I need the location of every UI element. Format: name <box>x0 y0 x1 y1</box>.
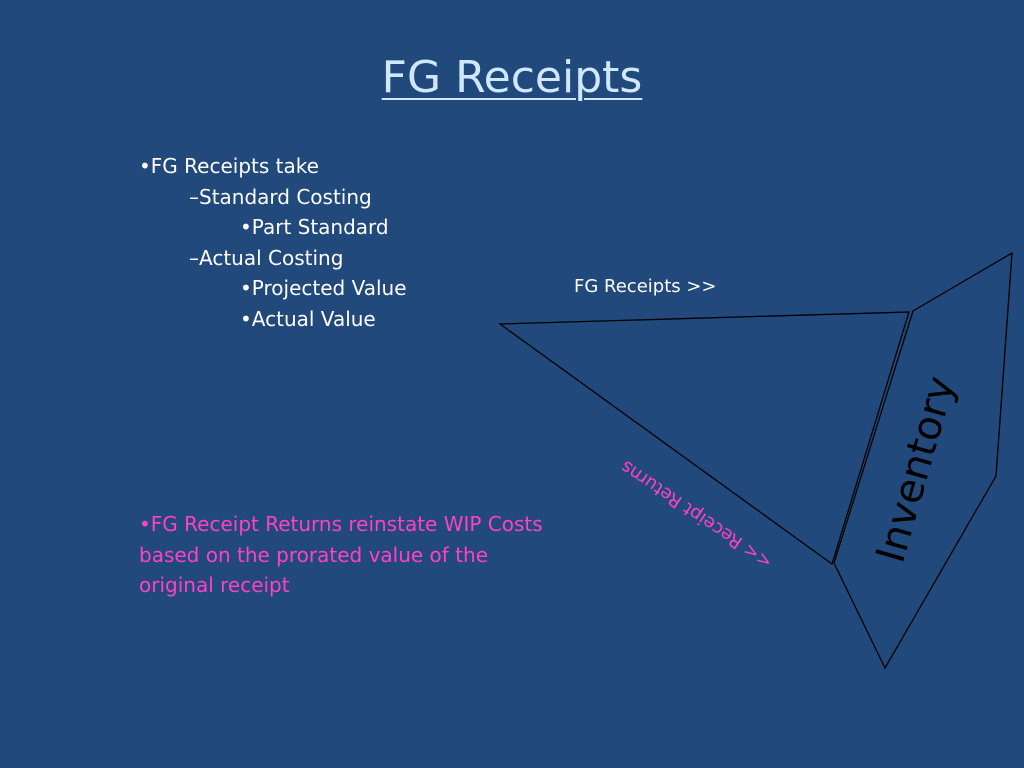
inventory-shape <box>833 251 1013 670</box>
slide-title: FG Receipts <box>381 52 643 103</box>
bullet-part-standard: •Part Standard <box>240 215 389 240</box>
receipt-flow-triangle <box>498 311 910 566</box>
receipt-returns-label: << Receipt Returns <box>617 456 776 573</box>
bullet-standard-costing: –Standard Costing <box>189 184 372 209</box>
bullet-projected-value: •Projected Value <box>240 276 407 301</box>
bullet-fg-receipts-take: •FG Receipts take <box>139 154 319 178</box>
bullet-actual-value: •Actual Value <box>240 306 376 331</box>
bullet-list: •FG Receipts take –Standard Costing •Par… <box>139 151 519 335</box>
receipt-returns-note: •FG Receipt Returns reinstate WIP Costs … <box>139 512 543 598</box>
bullet-actual-costing: –Actual Costing <box>189 245 344 270</box>
fg-receipts-arrow-label: FG Receipts >> <box>574 276 717 297</box>
